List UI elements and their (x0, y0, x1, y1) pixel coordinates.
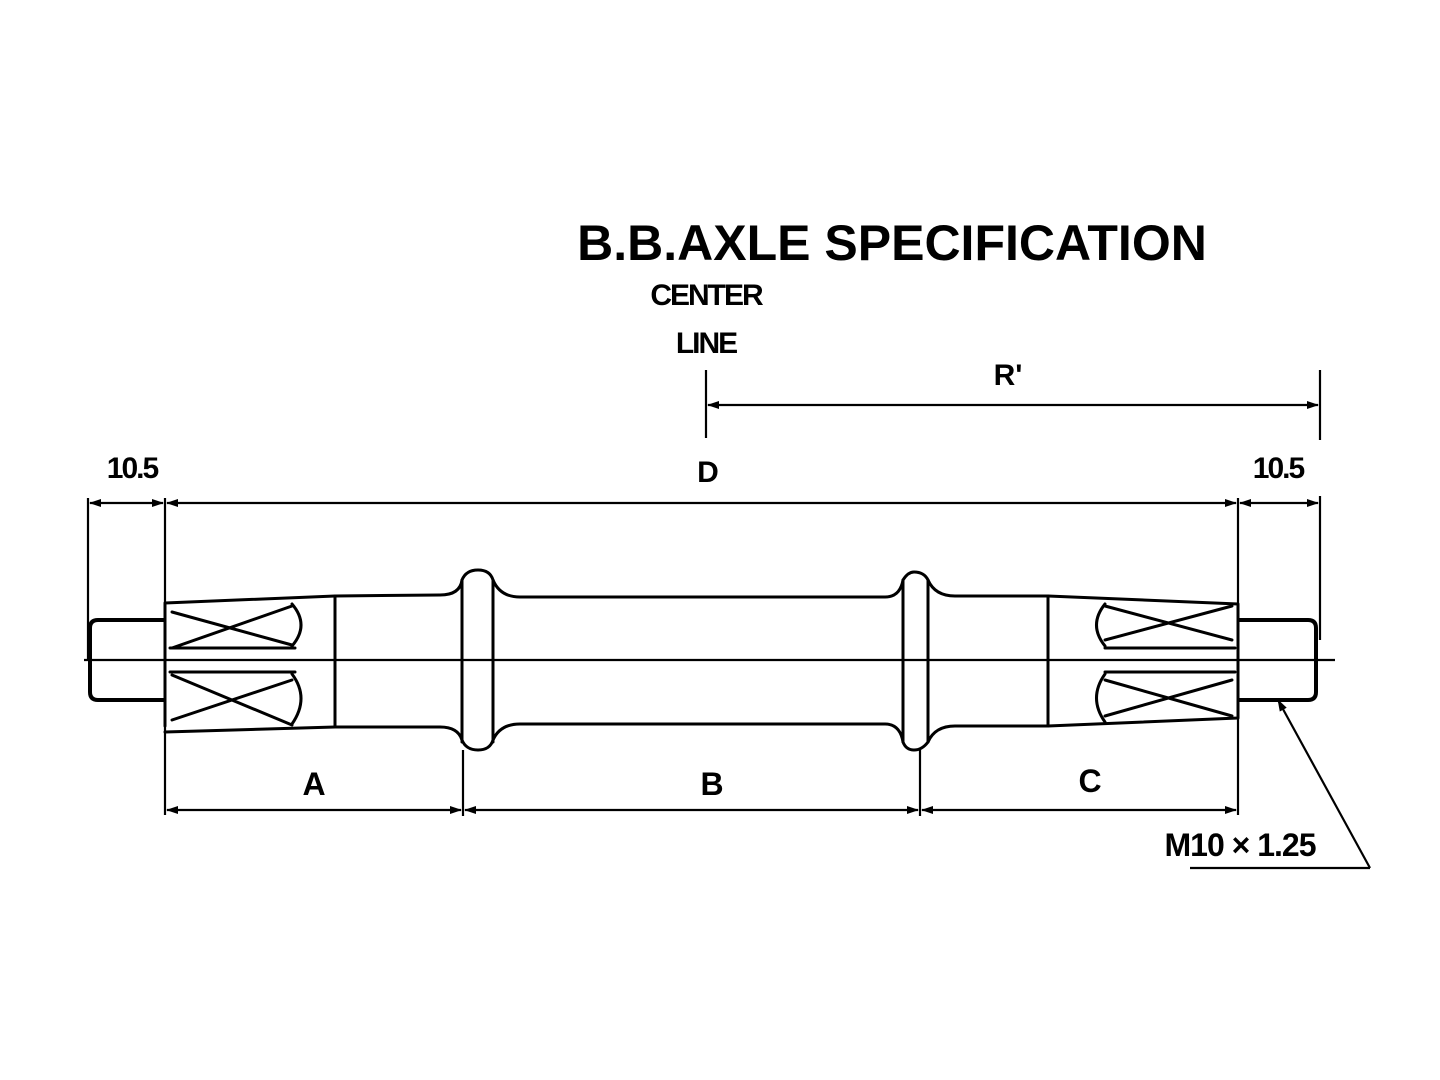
center-line-label-1: CENTER (650, 279, 764, 312)
dimension-abc: A B C (166, 750, 1237, 816)
axle-body (84, 568, 1335, 752)
label-left-10-5: 10.5 (107, 452, 159, 485)
dimension-d: D 10.5 10.5 (86, 452, 1322, 815)
label-d: D (697, 456, 719, 489)
dimension-r-prime: R' (704, 359, 1322, 440)
drawing-title: B.B.AXLE SPECIFICATION (577, 215, 1207, 271)
thread-callout: M10 × 1.25 (1165, 699, 1371, 870)
label-c: C (1078, 763, 1101, 799)
label-r-prime: R' (994, 359, 1023, 392)
label-right-10-5: 10.5 (1253, 452, 1305, 485)
center-line-label-2: LINE (676, 327, 737, 360)
label-b: B (700, 766, 723, 802)
label-a: A (302, 766, 325, 802)
thread-spec-label: M10 × 1.25 (1165, 827, 1316, 863)
